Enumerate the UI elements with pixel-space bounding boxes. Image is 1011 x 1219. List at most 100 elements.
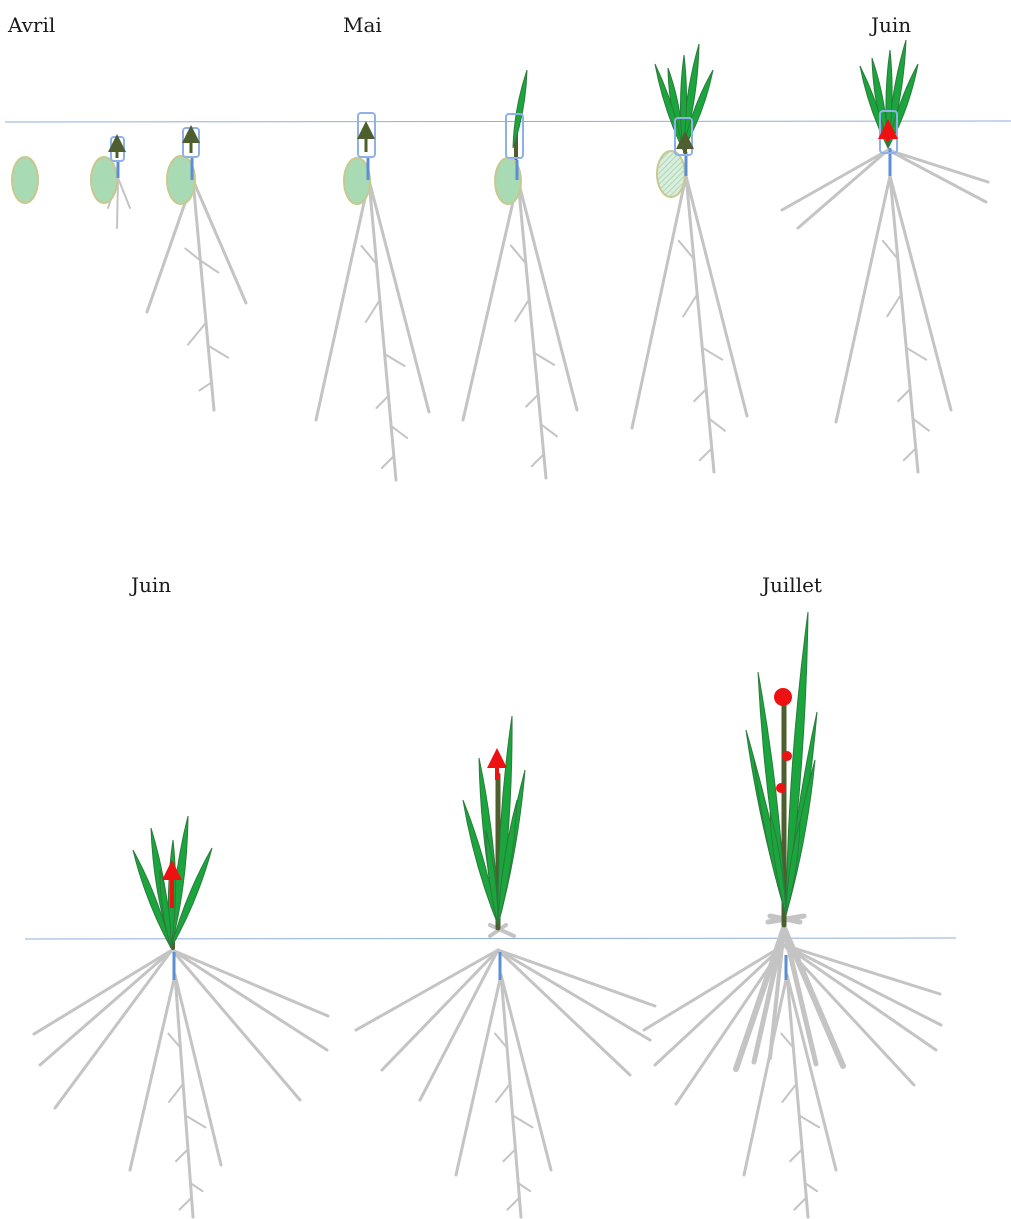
root-line — [768, 926, 786, 1060]
root-branch — [886, 293, 903, 318]
root-line — [170, 948, 330, 1018]
soil-line-bottom — [24, 937, 957, 940]
root-line — [496, 948, 632, 1077]
root-line — [780, 148, 890, 212]
root-line — [38, 948, 174, 1067]
ear-dot — [774, 688, 792, 706]
leaf — [132, 849, 172, 949]
root-line — [461, 178, 520, 422]
root-branch — [905, 346, 928, 361]
root-branch — [360, 245, 378, 265]
leaf — [785, 819, 801, 916]
root-branch — [701, 346, 724, 361]
root-branch — [781, 1082, 798, 1103]
root-branch — [677, 239, 695, 260]
seed — [656, 150, 686, 198]
root-line — [630, 174, 688, 430]
root-branch — [798, 1114, 821, 1129]
label-juin-top: Juin — [871, 13, 912, 37]
root-line — [653, 943, 786, 1067]
leaf — [497, 799, 518, 926]
root-line — [516, 178, 579, 412]
root-branch — [525, 393, 540, 408]
root-branch — [514, 298, 531, 323]
root-branch — [530, 453, 545, 468]
root-branch — [168, 1082, 185, 1103]
root-branch — [789, 1148, 804, 1163]
root-line — [191, 178, 248, 305]
root-line — [496, 948, 652, 1042]
root-line — [170, 948, 329, 1052]
root-line — [742, 973, 789, 1177]
root-branch — [881, 239, 899, 260]
root-line — [782, 943, 916, 1087]
root-line — [834, 174, 892, 424]
root-line — [496, 948, 657, 1008]
root-line — [418, 948, 500, 1102]
root-line — [380, 948, 500, 1072]
root-line — [886, 148, 988, 204]
root-line — [173, 973, 195, 1219]
root-branch — [517, 1182, 532, 1193]
root-branch — [184, 1114, 207, 1129]
ear-dot — [776, 783, 786, 793]
leaf — [682, 69, 714, 151]
seed — [343, 157, 371, 205]
root-branch — [364, 299, 381, 323]
root-branch — [509, 244, 527, 265]
root-line — [886, 148, 990, 184]
root-line — [674, 943, 786, 1106]
label-avril: Avril — [8, 13, 56, 37]
label-mai: Mai — [343, 13, 382, 37]
root-branch — [390, 425, 409, 439]
root-branch — [780, 1032, 795, 1049]
leaf — [512, 69, 528, 149]
root-branch — [184, 247, 202, 262]
root-line — [782, 943, 942, 996]
root-line — [684, 174, 749, 418]
root-line — [173, 973, 223, 1167]
root-branch — [494, 1032, 508, 1049]
root-line — [191, 178, 216, 412]
seed — [90, 156, 118, 204]
root-line — [785, 973, 838, 1172]
root-branch — [375, 395, 390, 409]
root-line — [684, 174, 716, 474]
root-line — [170, 948, 302, 1102]
leaf — [170, 847, 213, 949]
root-branch — [911, 417, 930, 432]
root-branch — [897, 388, 912, 403]
root-line — [888, 174, 920, 474]
root-line — [781, 925, 819, 1067]
apex-box — [505, 113, 524, 159]
root-branch — [511, 1114, 534, 1129]
root-branch — [380, 455, 395, 469]
leaf — [680, 54, 687, 151]
root-line — [499, 973, 523, 1219]
root-line — [454, 973, 503, 1177]
root-line — [733, 925, 787, 1072]
root-line — [117, 177, 131, 209]
root-branch — [707, 417, 726, 432]
root-line — [116, 177, 119, 229]
root-branch — [533, 351, 556, 366]
leaf — [485, 829, 499, 926]
root-line — [782, 943, 943, 1027]
root-branch — [539, 423, 558, 438]
root-line — [499, 973, 553, 1172]
root-branch — [698, 447, 713, 462]
root-branch — [198, 381, 213, 392]
seed — [11, 156, 39, 204]
root-line — [367, 178, 431, 414]
root-branch — [506, 1196, 521, 1211]
root-line — [53, 948, 174, 1110]
root-branch — [167, 1032, 182, 1049]
label-juillet: Juillet — [762, 573, 822, 597]
root-line — [488, 923, 516, 938]
root-line — [781, 925, 846, 1069]
root-line — [314, 178, 371, 422]
seed — [166, 155, 196, 205]
root-line — [751, 925, 787, 1065]
root-branch — [383, 353, 406, 367]
